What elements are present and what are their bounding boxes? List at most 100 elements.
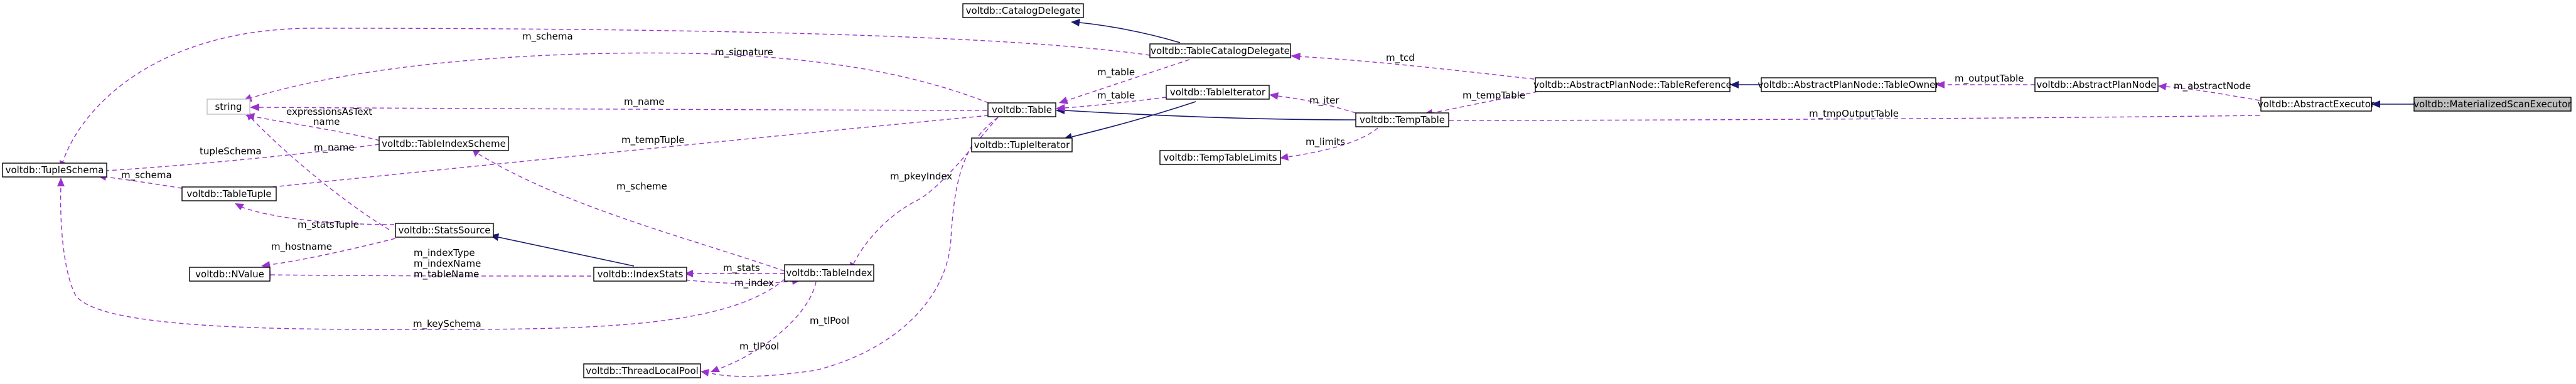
node-label: voltdb::TableIterator xyxy=(1170,87,1266,98)
edge-m_abstractNode xyxy=(2165,86,2260,101)
edge-label: m_pkeyIndex xyxy=(890,171,952,183)
node-table-catalog-delegate[interactable]: voltdb::TableCatalogDelegate xyxy=(1149,43,1291,58)
edge-label: m_statsTuple xyxy=(298,219,359,231)
edge-m_tcd xyxy=(1299,56,1535,80)
edge-use-head xyxy=(245,113,255,120)
edge-label: m_outputTable xyxy=(1955,73,2024,85)
edge-label: m_table xyxy=(1097,67,1135,78)
edge-m_index xyxy=(677,279,793,284)
edge-inherit-tableiterator-to-tupleiterator xyxy=(1071,101,1196,137)
edge-m_schema-tabletuple xyxy=(105,176,183,189)
node-label: voltdb::AbstractPlanNode xyxy=(2036,79,2156,90)
node-thread-local-pool[interactable]: voltdb::ThreadLocalPool xyxy=(583,363,701,378)
edge-use-head xyxy=(700,369,709,376)
edge-label: tupleSchema xyxy=(200,146,262,157)
node-label: voltdb::TableTuple xyxy=(186,188,271,200)
edge-label: m_tcd xyxy=(1386,52,1415,64)
edge-expressionsAsText xyxy=(250,117,390,230)
edge-m_iter xyxy=(1277,95,1356,114)
edge-use-head xyxy=(1291,53,1301,60)
edge-m_statsTuple xyxy=(241,206,395,225)
node-label: voltdb::MaterializedScanExecutor xyxy=(2413,99,2572,110)
edge-m_name-table-string xyxy=(258,107,987,111)
edge-inherit-indexstats-to-statssource xyxy=(498,237,635,267)
edge-m_schema-top xyxy=(62,28,1151,163)
node-stats-source[interactable]: voltdb::StatsSource xyxy=(395,223,494,238)
edge-inherit-head xyxy=(2371,100,2380,108)
node-label: voltdb::NValue xyxy=(195,269,264,280)
edge-tupleSchema xyxy=(106,144,380,171)
node-temp-table[interactable]: voltdb::TempTable xyxy=(1355,112,1449,127)
edge-label: m_tlPool xyxy=(810,315,849,327)
node-abstract-plan-node[interactable]: voltdb::AbstractPlanNode xyxy=(2034,77,2159,92)
edge-use-head xyxy=(235,203,244,210)
edge-inherit-head xyxy=(1730,81,1739,88)
edge-m_keySchema xyxy=(60,185,785,330)
edge-label: expressionsAsText xyxy=(286,106,372,117)
node-string[interactable]: string xyxy=(207,99,250,115)
edge-m_table-from-tableiterator xyxy=(1064,97,1167,109)
edge-label: m_index xyxy=(734,277,774,289)
node-table-index[interactable]: voltdb::TableIndex xyxy=(784,264,874,282)
edge-m_tempTable xyxy=(1432,91,1538,114)
node-label: voltdb::TempTableLimits xyxy=(1163,152,1277,163)
edge-label: m_schema xyxy=(522,31,573,43)
node-tuple-schema[interactable]: voltdb::TupleSchema xyxy=(2,163,107,178)
edge-label: m_name xyxy=(624,96,665,108)
node-label: voltdb::ThreadLocalPool xyxy=(586,365,699,376)
node-table[interactable]: voltdb::Table xyxy=(987,102,1056,117)
edge-label: m_schema xyxy=(121,169,172,181)
edge-m_table-from-tablecatalogdelegate xyxy=(1066,59,1190,101)
node-label: voltdb::TableIndexScheme xyxy=(382,138,506,149)
edge-m_tempTuple xyxy=(235,115,989,191)
node-tuple-iterator[interactable]: voltdb::TupleIterator xyxy=(971,137,1073,152)
node-materialized-scan-executor[interactable]: voltdb::MaterializedScanExecutor xyxy=(2413,97,2572,112)
edge-label: m_abstractNode xyxy=(2174,80,2251,92)
edge-use-head xyxy=(1269,92,1279,100)
edge-m_scheme xyxy=(476,152,785,272)
edge-label: m_limits xyxy=(1306,136,1345,148)
node-label: voltdb::Table xyxy=(992,104,1052,115)
edge-use-head xyxy=(1059,97,1068,104)
node-table-index-scheme[interactable]: voltdb::TableIndexScheme xyxy=(378,136,509,151)
edge-m_limits xyxy=(1287,127,1378,157)
node-label: voltdb::IndexStats xyxy=(598,269,684,280)
edge-label: m_hostname xyxy=(271,241,332,253)
node-temp-table-limits[interactable]: voltdb::TempTableLimits xyxy=(1159,150,1281,165)
edge-use-head xyxy=(2158,83,2167,90)
node-label: voltdb::AbstractPlanNode::TableOwner xyxy=(1758,79,1940,90)
edge-use-head xyxy=(1056,104,1065,112)
edge-m_tmpOutputTable xyxy=(1412,115,2260,121)
edge-label: m_tempTable xyxy=(1462,90,1525,102)
node-table-tuple[interactable]: voltdb::TableTuple xyxy=(181,186,277,201)
node-label: voltdb::StatsSource xyxy=(398,225,490,236)
node-label: voltdb::TupleIterator xyxy=(974,139,1071,151)
node-table-reference[interactable]: voltdb::AbstractPlanNode::TableReference xyxy=(1533,77,1732,92)
edge-use-head xyxy=(711,366,720,372)
node-label: voltdb::TableIndex xyxy=(786,267,872,279)
edge-inherit-tablecatalogdelegate-to-catalogdelegate xyxy=(1079,22,1181,43)
edge-label: m_tempTuple xyxy=(621,134,685,146)
node-table-owner[interactable]: voltdb::AbstractPlanNode::TableOwner xyxy=(1758,77,1940,92)
edge-inherit-temptable-to-table xyxy=(1064,110,1356,120)
edge-use-head xyxy=(1936,81,1945,88)
node-label: voltdb::TempTable xyxy=(1360,114,1445,125)
node-index-stats[interactable]: voltdb::IndexStats xyxy=(593,267,687,282)
node-nvalue[interactable]: voltdb::NValue xyxy=(189,267,271,282)
edge-m_indexType xyxy=(269,274,592,277)
node-abstract-executor[interactable]: voltdb::AbstractExecutor xyxy=(2258,97,2375,112)
node-label: voltdb::CatalogDelegate xyxy=(966,5,1081,16)
edge-label: m_tmpOutputTable xyxy=(1809,108,1899,120)
edge-m_tlPool-from-tableindex xyxy=(718,281,817,370)
node-table-iterator[interactable]: voltdb::TableIterator xyxy=(1166,85,1270,100)
edge-label: m_signature xyxy=(715,46,773,58)
node-label: voltdb::AbstractExecutor xyxy=(2258,99,2375,110)
edge-use-head xyxy=(684,270,693,277)
edge-inherit-head xyxy=(1071,19,1080,26)
edge-m_signature xyxy=(250,52,989,104)
edge-label: m_indexType xyxy=(414,247,475,259)
edge-use-head xyxy=(57,178,65,186)
edge-label: m_scheme xyxy=(616,181,667,193)
node-label: voltdb::TupleSchema xyxy=(6,164,104,176)
node-catalog-delegate[interactable]: voltdb::CatalogDelegate xyxy=(962,3,1084,18)
